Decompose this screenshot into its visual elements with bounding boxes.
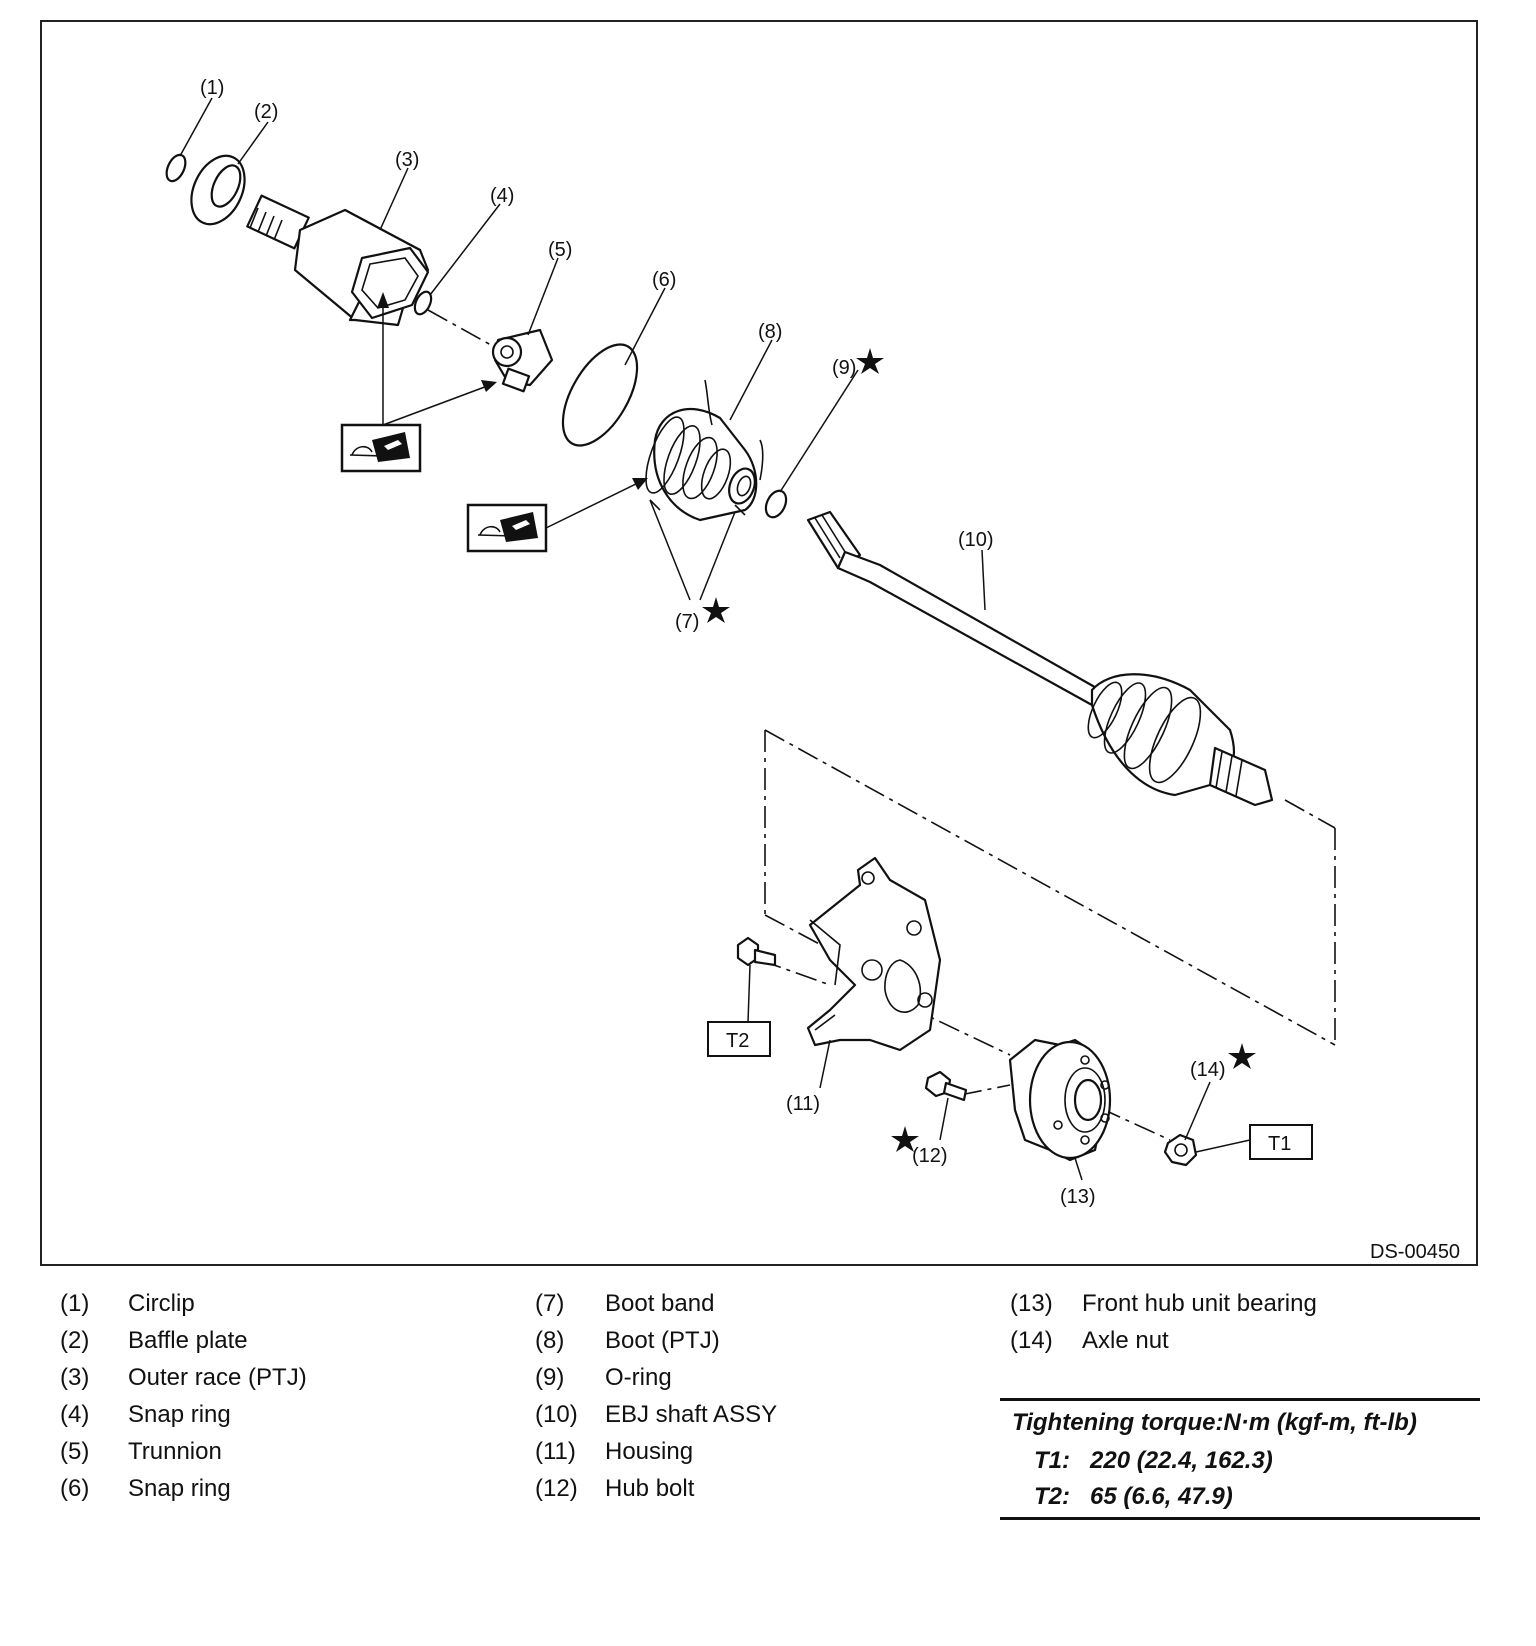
legend-item-number: (11) <box>535 1438 576 1465</box>
legend-item-name: Housing <box>605 1438 694 1465</box>
legend-item-number: (9) <box>535 1364 565 1391</box>
legend-item-number: (3) <box>60 1364 90 1391</box>
exploded-view-diagram: (1) (2) (3) (4) (5) (6) (7) (8) (9) (10)… <box>165 77 1460 1263</box>
callout-1: (1) <box>200 77 224 99</box>
legend-item: (14) Axle nut <box>1010 1327 1450 1363</box>
torque-box-t2: T2 <box>707 1021 771 1057</box>
legend-item-number: (7) <box>535 1290 565 1317</box>
diagram-frame <box>40 20 1478 1266</box>
callout-4: (4) <box>490 185 514 207</box>
legend-item-name: Axle nut <box>1082 1327 1169 1354</box>
callout-13: (13) <box>1060 1186 1096 1208</box>
legend-item: (8) Boot (PTJ) <box>535 1327 975 1363</box>
callout-8: (8) <box>758 321 782 343</box>
legend-item: (3) Outer race (PTJ) <box>60 1364 500 1400</box>
legend-item-number: (4) <box>60 1401 90 1428</box>
callout-2: (2) <box>254 101 278 123</box>
callout-6: (6) <box>652 269 676 291</box>
callout-9: (9) <box>832 357 856 379</box>
callout-labels: (1) (2) (3) (4) (5) (6) (7) (8) (9) (10)… <box>200 77 1226 1208</box>
torque-row-t2-value: 65 (6.6, 47.9) <box>1090 1483 1233 1510</box>
legend-item: (12) Hub bolt <box>535 1475 975 1511</box>
callout-12: (12) <box>912 1145 948 1167</box>
figure-code: DS-00450 <box>1370 1241 1460 1263</box>
replace-marks <box>702 348 1256 1152</box>
ebj-shaft-part <box>806 510 1274 807</box>
leader-lines <box>179 97 1251 1181</box>
snap-ring-6-part <box>561 343 639 447</box>
legend-item: (2) Baffle plate <box>60 1327 500 1363</box>
legend-item-number: (13) <box>1010 1290 1053 1317</box>
torque-box-t1-label: T1 <box>1268 1133 1291 1155</box>
torque-table: Tightening torque:N·m (kgf-m, ft-lb) T1:… <box>1000 1398 1480 1520</box>
star-14 <box>1228 1043 1256 1069</box>
legend-item-number: (12) <box>535 1475 578 1502</box>
legend-item-name: Hub bolt <box>605 1475 695 1502</box>
torque-row-t1: T1: 220 (22.4, 162.3) <box>1034 1447 1273 1475</box>
torque-box-t2-label: T2 <box>726 1030 749 1052</box>
snap-ring-4-part <box>413 290 433 316</box>
baffle-plate-part <box>190 154 246 226</box>
housing-bolt-part <box>736 936 777 967</box>
legend-item-number: (5) <box>60 1438 90 1465</box>
o-ring-part <box>764 489 788 519</box>
legend-item: (10) EBJ shaft ASSY <box>535 1401 975 1437</box>
legend-item: (6) Snap ring <box>60 1475 500 1511</box>
hub-bolt-part <box>924 1070 968 1102</box>
legend-item: (11) Housing <box>535 1438 975 1474</box>
torque-row-t1-key: T1: <box>1034 1447 1070 1474</box>
legend-item-number: (6) <box>60 1475 90 1502</box>
boot-part <box>645 379 764 522</box>
legend-item-name: Boot (PTJ) <box>605 1327 720 1354</box>
callout-7: (7) <box>675 611 699 633</box>
callout-5: (5) <box>548 239 572 261</box>
callout-11: (11) <box>786 1093 820 1115</box>
torque-row-t2: T2: 65 (6.6, 47.9) <box>1034 1483 1233 1511</box>
grease-symbol-2 <box>466 503 548 553</box>
parts-legend: (1) Circlip (2) Baffle plate (3) Outer race (… <box>60 1290 1480 1550</box>
legend-item-name: Snap ring <box>128 1401 231 1428</box>
legend-item-name: Trunnion <box>128 1438 222 1465</box>
torque-box-t1: T1 <box>1249 1124 1313 1160</box>
housing-part <box>806 856 942 1052</box>
callout-10: (10) <box>958 529 994 551</box>
hub-unit-bearing-part <box>1008 1038 1112 1162</box>
legend-item-number: (2) <box>60 1327 90 1354</box>
legend-item-name: Snap ring <box>128 1475 231 1502</box>
legend-item-number: (10) <box>535 1401 578 1428</box>
axle-nut-part <box>1163 1133 1198 1167</box>
legend-item-name: Baffle plate <box>128 1327 248 1354</box>
grease-symbol-1 <box>340 423 422 473</box>
legend-item-name: EBJ shaft ASSY <box>605 1401 778 1428</box>
legend-item-number: (8) <box>535 1327 565 1354</box>
legend-item: (1) Circlip <box>60 1290 500 1326</box>
legend-item: (4) Snap ring <box>60 1401 500 1437</box>
torque-table-title: Tightening torque:N·m (kgf-m, ft-lb) <box>1012 1409 1417 1436</box>
legend-item-name: Boot band <box>605 1290 715 1317</box>
legend-item-number: (14) <box>1010 1327 1053 1354</box>
callout-14: (14) <box>1190 1059 1226 1081</box>
legend-item-name: O-ring <box>605 1364 672 1391</box>
outer-race-part <box>246 194 430 327</box>
grease-arrows <box>377 292 648 529</box>
trunnion-part <box>491 328 554 393</box>
legend-item: (9) O-ring <box>535 1364 975 1400</box>
callout-3: (3) <box>395 149 419 171</box>
circlip-part <box>165 153 187 183</box>
legend-item-name: Circlip <box>128 1290 195 1317</box>
legend-item-name: Outer race (PTJ) <box>128 1364 307 1391</box>
torque-row-t2-key: T2: <box>1034 1483 1070 1510</box>
star-7 <box>702 597 730 623</box>
legend-item: (7) Boot band <box>535 1290 975 1326</box>
legend-item-name: Front hub unit bearing <box>1082 1290 1317 1317</box>
legend-item: (13) Front hub unit bearing <box>1010 1290 1450 1326</box>
legend-item-number: (1) <box>60 1290 90 1317</box>
star-9 <box>856 348 884 374</box>
legend-item: (5) Trunnion <box>60 1438 500 1474</box>
star-12 <box>891 1126 919 1152</box>
torque-row-t1-value: 220 (22.4, 162.3) <box>1090 1447 1273 1474</box>
